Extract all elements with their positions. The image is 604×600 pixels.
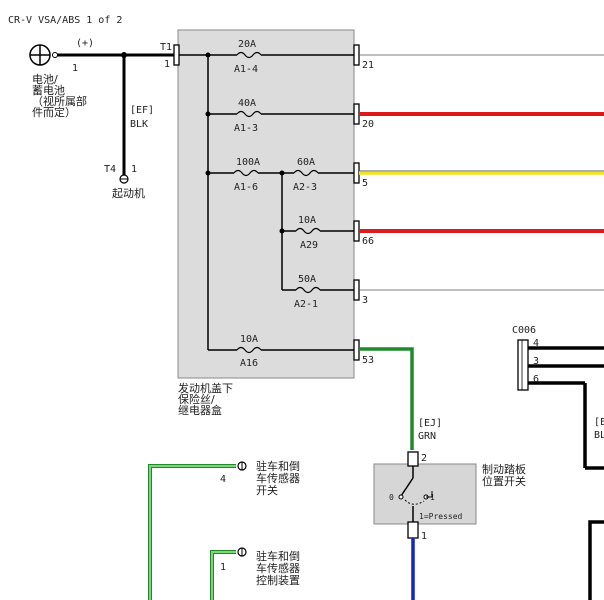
cut-label-1: [E — [594, 417, 604, 428]
switch-state-0: 0 — [389, 493, 394, 502]
sensor-switch-label-2: 车传感器 — [256, 471, 300, 485]
battery-pin: 1 — [72, 63, 78, 74]
switch-state-1: 1 — [430, 493, 435, 502]
brake-switch-pin-bottom: 1 — [421, 531, 427, 542]
c006-pin-4: 4 — [533, 338, 539, 349]
lower-right-wire — [588, 520, 604, 600]
fuse-a1-4-icon — [236, 51, 262, 59]
output-pin-53: 53 — [362, 355, 374, 366]
battery-label-2: 蓄电池 — [32, 84, 65, 97]
sensor-control-terminal-icon — [237, 547, 247, 557]
output-pin-20: 20 — [362, 119, 374, 130]
wire-ej-color: GRN — [418, 431, 436, 442]
sensor-switch-label-1: 驻车和倒 — [256, 459, 300, 473]
fuse-a2-3-amp: 60A — [297, 157, 315, 168]
brake-switch-label-1: 制动踏板 — [482, 462, 526, 476]
sensor-control-pin: 1 — [220, 562, 226, 573]
c006-pin-6: 6 — [533, 374, 539, 385]
sensor-switch-wire — [149, 465, 236, 600]
fuse-a29-icon — [295, 227, 321, 235]
output-pin-66: 66 — [362, 236, 374, 247]
diagram-title: CR-V VSA/ABS 1 of 2 — [8, 15, 122, 26]
wire-ef-color: BLK — [130, 119, 148, 130]
fuse-a16-id: A16 — [240, 358, 258, 369]
sensor-control-label-2: 车传感器 — [256, 561, 300, 575]
brake-switch-box — [373, 463, 477, 525]
brake-switch-pin-1-connector — [407, 521, 419, 539]
fuse-a1-6-id: A1-6 — [234, 182, 258, 193]
battery-icon — [29, 44, 58, 66]
sensor-control-label-1: 驻车和倒 — [256, 549, 300, 563]
sensor-control-wire-outer — [210, 550, 236, 600]
sensor-control-wire — [211, 551, 236, 600]
sensor-switch-label-3: 开关 — [256, 483, 278, 497]
fusebox-pin: 1 — [164, 59, 170, 70]
wire-ej-code: [EJ] — [418, 418, 442, 429]
fuse-a1-4-amp: 20A — [238, 39, 256, 50]
c006-pin-3: 3 — [533, 356, 539, 367]
fuse-a2-3-icon — [293, 169, 319, 177]
output-pin-21: 21 — [362, 60, 374, 71]
fuse-a1-3-icon — [236, 110, 262, 118]
c006-connector — [517, 339, 529, 391]
fusebox-label-1: 发动机盖下 — [178, 381, 233, 395]
switch-contact-icon — [398, 477, 433, 505]
fuse-a2-1-amp: 50A — [298, 274, 316, 285]
fuse-a16-amp: 10A — [240, 334, 258, 345]
fuse-a29-amp: 10A — [298, 215, 316, 226]
starter-pin: 1 — [131, 164, 137, 175]
wire-pin-53-green — [359, 347, 414, 450]
wire-ef-code: [EF] — [130, 105, 154, 116]
fuse-a2-1-id: A2-1 — [294, 299, 318, 310]
fuse-a1-6-icon — [233, 169, 259, 177]
fuse-a1-4-id: A1-4 — [234, 64, 258, 75]
fuse-a1-6-amp: 100A — [236, 157, 260, 168]
fuse-a2-1-icon — [295, 286, 321, 294]
sensor-switch-terminal-icon — [237, 461, 247, 471]
output-pin-5: 5 — [362, 178, 368, 189]
t1-connector — [173, 44, 180, 66]
brake-switch-pin-2-connector — [407, 451, 419, 467]
fuse-a1-3-id: A1-3 — [234, 123, 258, 134]
brake-switch-pin-top: 2 — [421, 453, 427, 464]
fuse-a1-3-amp: 40A — [238, 98, 256, 109]
cut-label-2: BL — [594, 430, 604, 441]
sensor-switch-wire-outer — [148, 464, 236, 600]
fuse-a29-id: A29 — [300, 240, 318, 251]
starter-terminal-icon — [119, 174, 129, 184]
c006-name: C006 — [512, 325, 536, 336]
sensor-control-label-3: 控制装置 — [256, 573, 300, 587]
switch-state-note: 1=Pressed — [419, 512, 463, 521]
fuse-relay-box — [177, 29, 355, 379]
sensor-switch-pin: 4 — [220, 474, 226, 485]
fusebox-label-2: 保险丝/ — [178, 392, 215, 406]
fuse-a16-icon — [236, 346, 262, 354]
brake-switch-label-2: 位置开关 — [482, 474, 526, 488]
fuse-a2-3-id: A2-3 — [293, 182, 317, 193]
output-pin-3: 3 — [362, 295, 368, 306]
starter-label: 起动机 — [112, 186, 145, 200]
fusebox-terminal: T1 — [160, 42, 172, 53]
fusebox-output-connectors — [353, 44, 360, 361]
battery-label-4: 件而定） — [32, 105, 76, 119]
battery-polarity: (+) — [76, 38, 94, 49]
battery-label-3: （视所属部 — [32, 94, 87, 108]
starter-terminal: T4 — [104, 164, 116, 175]
fusebox-label-3: 继电器盒 — [178, 403, 222, 417]
battery-label-1: 电池/ — [32, 73, 58, 86]
